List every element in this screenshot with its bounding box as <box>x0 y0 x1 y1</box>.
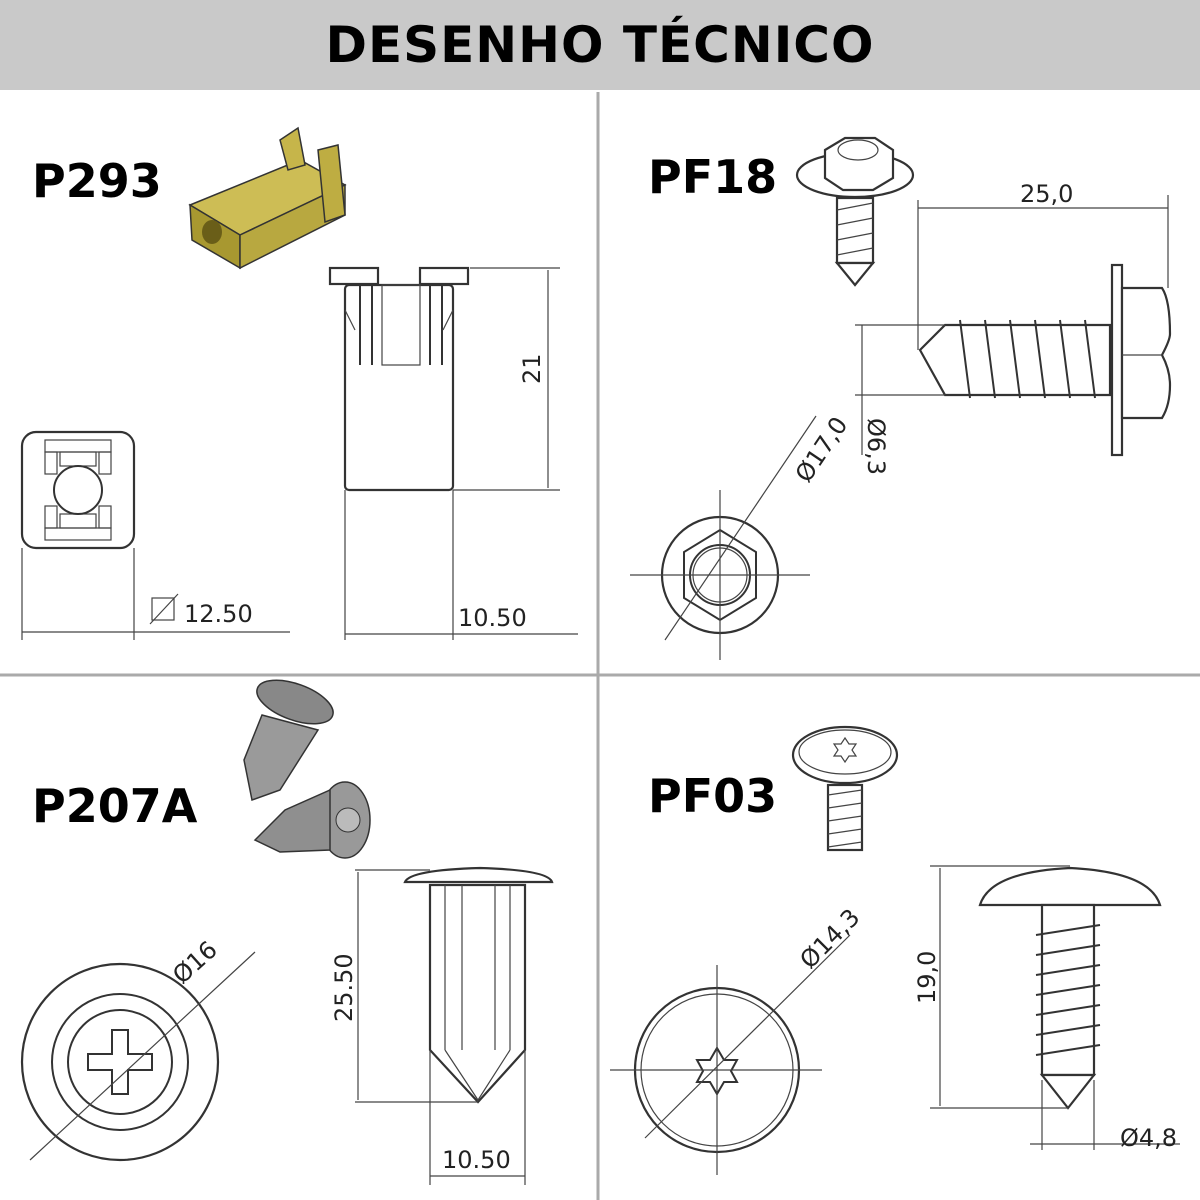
p293-end-view: 12.50 <box>20 430 290 640</box>
part-code: P207A <box>32 779 198 833</box>
p293-3d-render <box>188 126 347 270</box>
dimension-shank-diameter: Ø6,3 <box>862 418 890 475</box>
dimension-width: 10.50 <box>458 604 527 632</box>
p207a-3d-render <box>243 679 371 859</box>
pf18-top-view: Ø17,0 <box>630 412 853 660</box>
dimension-height: 25.50 <box>330 953 358 1022</box>
dimension-length: 25,0 <box>1020 180 1073 208</box>
panel-p207a: P207A 25.50 10.50 <box>20 679 554 1185</box>
dimension-head-diameter: Ø14,3 <box>794 903 865 974</box>
dimension-height: 21 <box>518 353 546 384</box>
part-code: PF03 <box>648 769 777 823</box>
pf18-side-view: 25,0 Ø6,3 <box>855 180 1172 475</box>
p293-side-view: 21 10.50 <box>328 266 578 640</box>
panel-p293: P293 <box>20 126 578 640</box>
dimension-shank-diameter: Ø4,8 <box>1120 1124 1177 1152</box>
pf03-3d-render <box>791 725 899 852</box>
part-code: PF18 <box>648 150 777 204</box>
dimension-length: 19,0 <box>913 951 941 1004</box>
p207a-top-view: Ø16 <box>20 936 256 1162</box>
panel-pf03: PF03 19,0 Ø4,8 <box>610 725 1180 1175</box>
part-code: P293 <box>32 154 162 208</box>
header-bar: DESENHO TÉCNICO <box>0 0 1200 90</box>
p207a-side-view: 25.50 10.50 <box>330 866 554 1185</box>
dimension-diagonal: 12.50 <box>184 600 253 628</box>
dimension-width: 10.50 <box>442 1146 511 1174</box>
panel-pf18: PF18 25,0 <box>630 136 1172 660</box>
pf03-top-view: Ø14,3 <box>610 903 865 1175</box>
pf03-side-view: 19,0 Ø4,8 <box>913 865 1180 1152</box>
page-title: DESENHO TÉCNICO <box>325 16 875 74</box>
pf18-3d-render <box>795 136 915 287</box>
dimension-head-diameter: Ø17,0 <box>790 412 854 488</box>
